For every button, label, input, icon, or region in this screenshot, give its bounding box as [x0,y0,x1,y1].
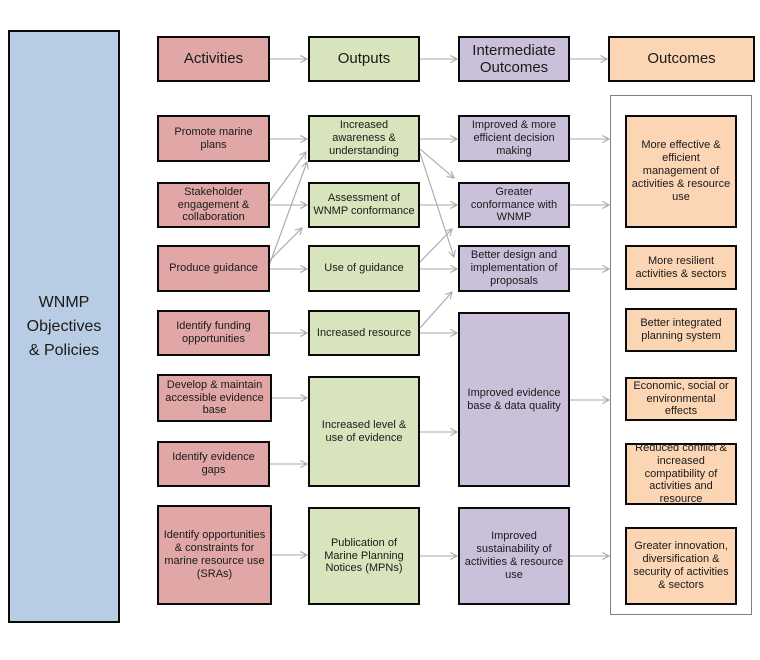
intermediate-box-decision: Improved & more efficient decision makin… [458,115,570,162]
output-box-mpns: Publication of Marine Planning Notices (… [308,507,420,605]
intermediate-box-evquality: Improved evidence base & data quality [458,312,570,487]
column-header-outputs: Outputs [308,36,420,82]
column-header-activities: Activities [157,36,270,82]
column-header-io: Intermediate Outcomes [458,36,570,82]
intermediate-box-sustain: Improved sustainability of activities & … [458,507,570,605]
intermediate-box-conformance: Greater conformance with WNMP [458,182,570,228]
output-box-useguid: Use of guidance [308,245,420,292]
outcome-box-economic: Economic, social or environmental effect… [625,377,737,421]
arrow-stakeholder-to-awareness [269,151,307,202]
output-box-resource: Increased resource [308,310,420,356]
arrow-awareness-to-conformance [419,148,455,179]
wnmp-objectives-box: WNMP Objectives & Policies [8,30,120,623]
column-header-outcomes: Outcomes [608,36,755,82]
output-box-awareness: Increased awareness & understanding [308,115,420,162]
arrow-guidance-to-assessment [269,227,303,261]
activity-box-evgaps: Identify evidence gaps [157,441,270,487]
activity-box-guidance: Produce guidance [157,245,270,292]
arrow-useguid-to-conformance [419,228,453,263]
outcome-box-reduced: Reduced conflict & increased compatibili… [625,442,737,505]
output-box-evlevel: Increased level & use of evidence [308,376,420,487]
output-box-assessment: Assessment of WNMP conformance [308,182,420,228]
outcome-box-innovation: Greater innovation, diversification & se… [625,527,737,605]
intermediate-box-design: Better design and implementation of prop… [458,245,570,292]
outcome-box-integrated: Better integrated planning system [625,308,737,352]
activity-box-sras: Identify opportunities & constraints for… [157,505,272,605]
activity-box-promote: Promote marine plans [157,115,270,162]
activity-box-funding: Identify funding opportunities [157,310,270,356]
outcome-box-resilient: More resilient activities & sectors [625,245,737,290]
outcome-box-effective: More effective & efficient management of… [625,115,737,228]
activity-box-evbase: Develop & maintain accessible evidence b… [157,374,272,422]
activity-box-stakeholder: Stakeholder engagement & collaboration [157,182,270,228]
arrow-resource-to-design [419,291,453,329]
outcomes-panel [610,95,752,615]
arrow-guidance-to-awareness [269,160,309,264]
